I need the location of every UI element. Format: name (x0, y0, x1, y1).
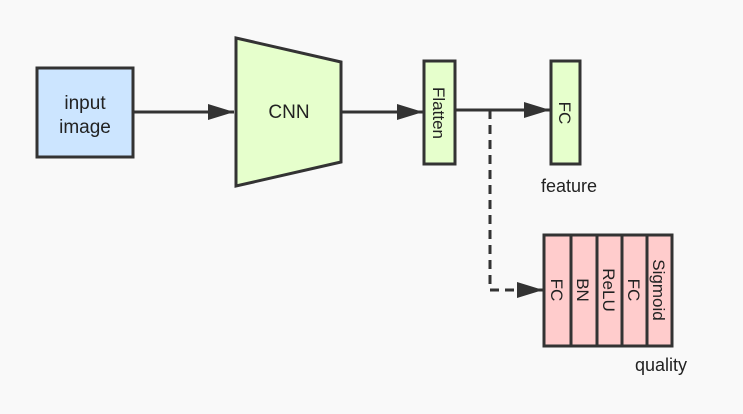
fc-feature-label: FC (555, 102, 574, 125)
quality-layer-relu-label: ReLU (599, 268, 618, 311)
quality-caption: quality (635, 355, 687, 375)
dashed-arrow-to-quality-head (488, 110, 543, 298)
input-image-node: input image (35, 66, 135, 159)
input-image-label-line2: image (59, 117, 111, 138)
quality-layer-fc-1-label: FC (547, 279, 566, 302)
feature-caption: feature (541, 176, 597, 196)
quality-layer-box (595, 233, 624, 348)
quality-layer-box (542, 233, 573, 348)
input-image-label-line1: input (64, 93, 106, 114)
fc-feature-node: FC (549, 59, 582, 166)
quality-layer-box (645, 233, 674, 348)
quality-head-node: FC BN ReLU FC Sigmoid (542, 233, 674, 348)
flatten-label: Flatten (429, 87, 448, 139)
quality-layer-fc-2-label: FC (624, 279, 643, 302)
quality-layer-sigmoid-label: Sigmoid (649, 259, 668, 320)
cnn-node: CNN (234, 36, 343, 188)
quality-layer-bn-label: BN (573, 278, 592, 302)
cnn-label: CNN (268, 102, 309, 123)
quality-layer-box (620, 233, 649, 348)
flatten-node: Flatten (422, 59, 457, 166)
